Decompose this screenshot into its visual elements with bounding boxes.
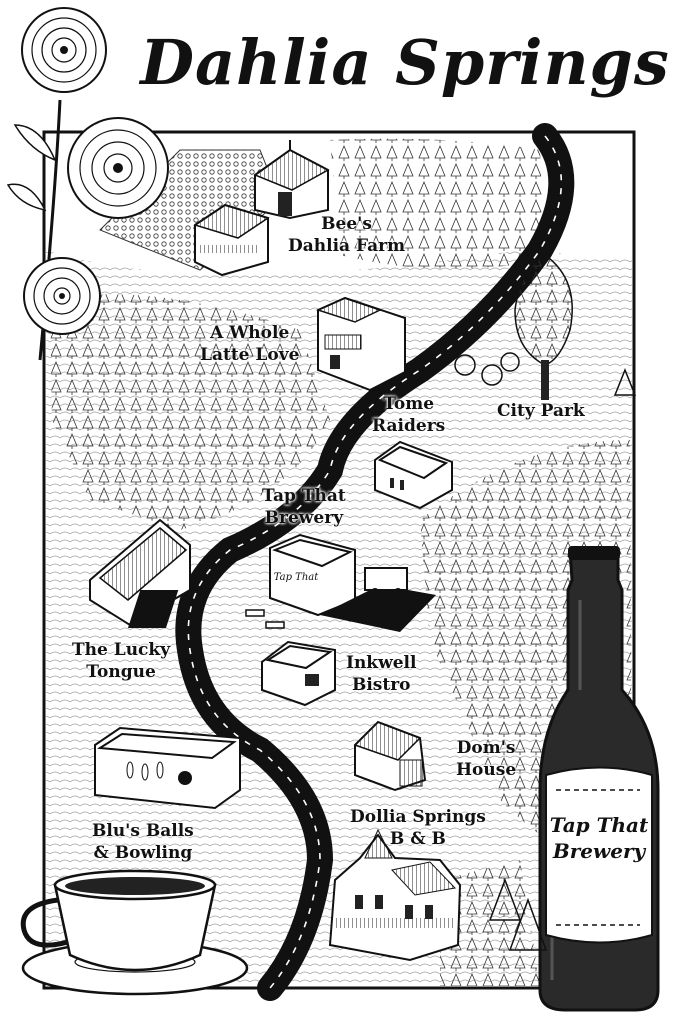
doms-house-building xyxy=(353,720,427,792)
cafe-building xyxy=(315,296,406,392)
bowling-pins-icon xyxy=(126,761,192,785)
bb-mansion xyxy=(328,828,462,962)
bistro-building xyxy=(261,640,336,707)
forest-west xyxy=(50,294,330,530)
main-road xyxy=(175,123,575,1001)
dahlia-flower-icon xyxy=(6,7,169,361)
label-inkwell-bistro[interactable]: Inkwell Bistro xyxy=(346,653,417,695)
label-city-park[interactable]: City Park xyxy=(497,401,585,421)
bees-farmhouse xyxy=(193,203,270,277)
bookstore-building xyxy=(374,440,453,510)
map-title: Dahlia Springs xyxy=(140,26,670,99)
label-dollia-springs-bb[interactable]: Dollia Springs B & B xyxy=(350,807,486,849)
label-tap-that-brewery[interactable]: Tap That Brewery xyxy=(262,486,346,528)
label-a-whole-latte-love[interactable]: A Whole Latte Love xyxy=(200,323,300,365)
city-park-trees xyxy=(454,254,573,400)
label-tome-raiders[interactable]: Tome Raiders xyxy=(372,394,446,436)
label-doms-house[interactable]: Dom's House xyxy=(456,738,517,780)
label-bees-dahlia-farm[interactable]: Bee's Dahlia Farm xyxy=(288,214,406,256)
label-blus-balls-bowling[interactable]: Blu's Balls & Bowling xyxy=(92,821,194,863)
label-the-lucky-tongue[interactable]: The Lucky Tongue xyxy=(72,640,171,682)
parking-lot xyxy=(320,567,436,632)
beer-bottle-icon xyxy=(538,546,660,1012)
coffee-cup-icon xyxy=(20,869,249,996)
bottle-label: Tap That Brewery xyxy=(549,813,649,863)
bowling-building xyxy=(94,726,241,810)
brewery-building-sign: Tap That xyxy=(274,572,320,583)
picnic-benches xyxy=(245,609,285,629)
pine-tree-icon xyxy=(488,367,637,951)
bees-barn xyxy=(253,140,330,220)
forest-north xyxy=(330,138,545,269)
forest-south xyxy=(440,860,540,986)
